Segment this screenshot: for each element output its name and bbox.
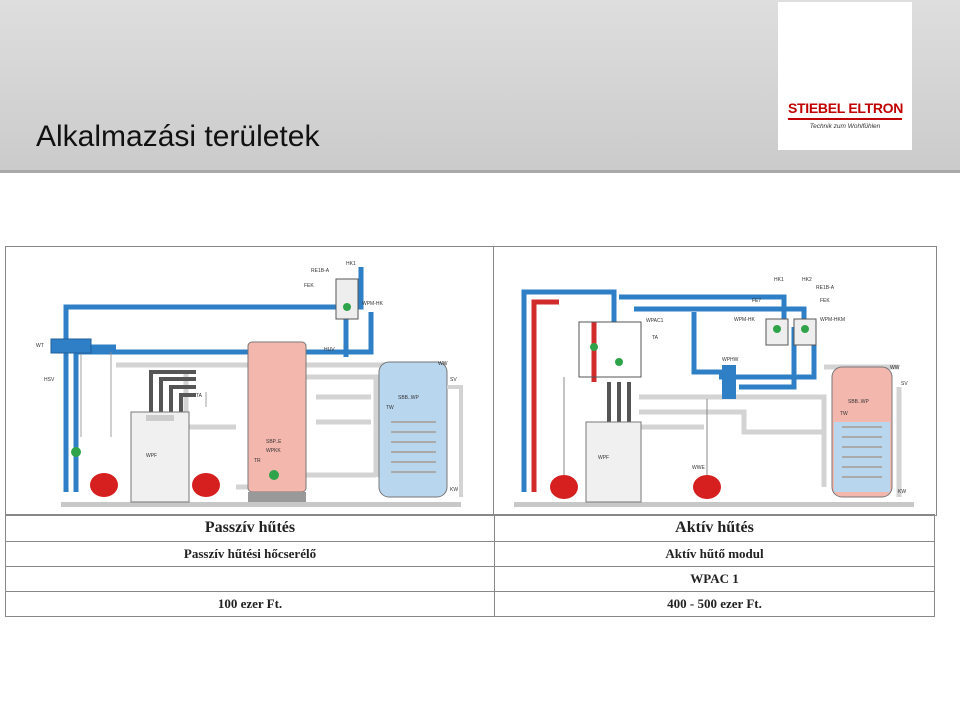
floor: [61, 502, 461, 507]
label-kw: KW: [898, 489, 906, 495]
controller-wpm: [335, 278, 359, 320]
expansion-vessel-2: [693, 475, 721, 499]
buffer-tank: [247, 341, 307, 493]
comparison-table: Passzív hűtés Aktív hűtés Passzív hűtési…: [5, 514, 935, 617]
label-wpm: WPM-HK: [362, 301, 383, 307]
label-wpac: WPAC1: [646, 318, 664, 324]
buffer-tank-base: [248, 492, 306, 502]
label-ww: WW: [890, 365, 900, 371]
logo: STIEBEL ELTRON Technik zum Wohlfühlen: [778, 2, 912, 150]
table-cell: Aktív hűtés: [494, 514, 935, 542]
label-wpkk: WPKK: [266, 448, 281, 454]
dhw-outlet: [447, 385, 463, 497]
label-re1b: RE1B-A: [311, 268, 330, 274]
expansion-vessel-1: [90, 473, 118, 497]
wpac-pump-2: [615, 358, 623, 366]
logo-name: STIEBEL ELTRON: [788, 100, 904, 116]
table-row: 100 ezer Ft. 400 - 500 ezer Ft.: [5, 591, 935, 617]
wpac-module: [578, 321, 642, 378]
label-sbb: SBB..WP: [848, 399, 870, 405]
diagram-passive-cooling: RE1B-A HK1 FEK WPM-HK WT HSV HUV WW SV K…: [5, 246, 495, 516]
control-lines: [80, 347, 207, 437]
heat-pump-pipes: [607, 382, 631, 422]
heat-exchanger: [50, 338, 92, 354]
label-wt: WT: [36, 343, 44, 349]
label-wpm-hk: WPM-HK: [734, 317, 755, 323]
hydraulic-separator: [722, 365, 736, 399]
diagram-active-cooling: HK1 HK2 RE1B-A FE7 FEK WPM-HK WPM-HKM WP…: [493, 246, 937, 516]
passive-cooling-schematic: RE1B-A HK1 FEK WPM-HK WT HSV HUV WW SV K…: [36, 261, 463, 507]
label-sbb: SBB..WP: [398, 395, 420, 401]
return-pipes: [634, 364, 902, 497]
heat-pump-pipes: [149, 370, 196, 412]
slide-header: Alkalmazási területek STIEBEL ELTRON Tec…: [0, 0, 960, 173]
controller-pump-2: [801, 325, 809, 333]
table-cell: 100 ezer Ft.: [5, 591, 495, 617]
circulation-pump: [71, 447, 81, 457]
dhw-tank: [378, 361, 448, 498]
table-cell: WPAC 1: [494, 566, 935, 592]
page-title: Alkalmazási területek: [36, 120, 320, 153]
heat-pump: [585, 421, 642, 503]
table-cell: Passzív hűtés: [5, 514, 495, 542]
logo-underline: [788, 118, 902, 120]
label-tr: TR: [254, 458, 261, 464]
logo-slogan: Technik zum Wohlfühlen: [809, 123, 881, 130]
label-sv: SV: [901, 381, 908, 387]
vessel-lines: [563, 377, 708, 475]
label-ta: TA: [652, 335, 659, 341]
active-cooling-schematic: HK1 HK2 RE1B-A FE7 FEK WPM-HK WPM-HKM WP…: [514, 277, 914, 507]
table-row: WPAC 1: [5, 566, 935, 592]
hot-pipes: [531, 299, 597, 492]
wpac-pump-1: [590, 343, 598, 351]
label-fek: FEK: [820, 298, 830, 304]
table-cell: 400 - 500 ezer Ft.: [494, 591, 935, 617]
label-sv: SV: [450, 377, 457, 383]
label-re1b: RE1B-A: [816, 285, 835, 291]
label-wpm-hkm: WPM-HKM: [820, 317, 845, 323]
controller-pump-1: [773, 325, 781, 333]
label-sbp: SBP..E: [266, 439, 282, 445]
heat-pump-panel: [146, 415, 174, 421]
table-cell: Aktív hűtő modul: [494, 541, 935, 567]
label-tw: TW: [386, 405, 394, 411]
controller-pump: [343, 303, 351, 311]
label-hk2: HK2: [802, 277, 812, 283]
dhw-coil: [391, 421, 436, 473]
table-cell: [5, 566, 495, 592]
label-kw: KW: [450, 487, 458, 493]
label-fek: FEK: [304, 283, 314, 289]
label-wphw: WPHW: [722, 357, 739, 363]
label-tw: TW: [840, 411, 848, 417]
label-huv: HUV: [324, 347, 335, 353]
label-hk1: HK1: [774, 277, 784, 283]
label-wpf: WPF: [146, 453, 157, 459]
label-wpf: WPF: [598, 455, 609, 461]
label-hsv: HSV: [44, 377, 55, 383]
label-hk1: HK1: [346, 261, 356, 267]
label-fe7: FE7: [752, 298, 761, 304]
table-cell: Passzív hűtési hőcserélő: [5, 541, 495, 567]
heat-pump: [130, 411, 190, 503]
expansion-vessel-2: [192, 473, 220, 497]
buffer-pump: [269, 470, 279, 480]
dhw-coil: [842, 426, 882, 478]
label-ww: WW: [438, 361, 448, 367]
table-row: Passzív hűtés Aktív hűtés: [5, 514, 935, 542]
label-ta: TA: [196, 393, 203, 399]
floor: [514, 502, 914, 507]
table-row: Passzív hűtési hőcserélő Aktív hűtő modu…: [5, 541, 935, 567]
label-wwe: WWE: [692, 465, 705, 471]
expansion-vessel-1: [550, 475, 578, 499]
